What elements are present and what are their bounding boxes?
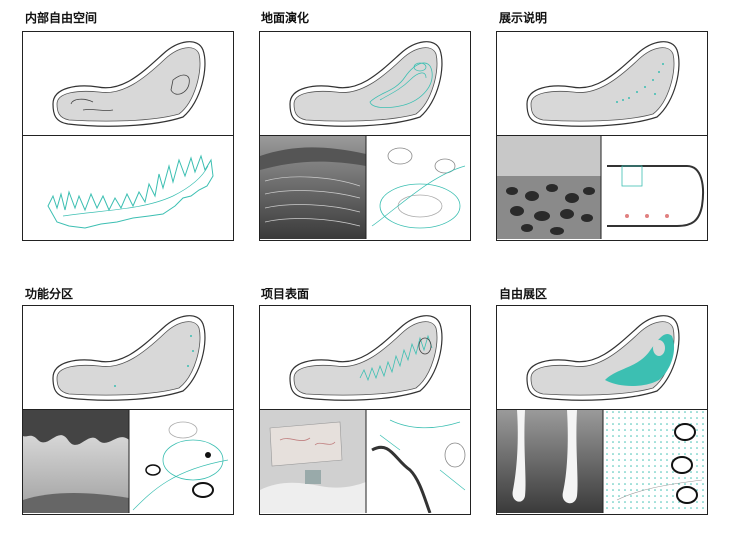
plan-view-4: [23, 306, 233, 410]
panel-card-2: [259, 31, 471, 241]
panel-title-2: 地面演化: [261, 11, 310, 25]
panel-title-6: 自由展区: [499, 287, 548, 301]
zone-images-4: [23, 410, 233, 513]
panel-title-3: 展示说明: [499, 11, 548, 25]
plan-view-3: [497, 32, 707, 136]
panel-card-5: [259, 305, 471, 515]
plan-view-2: [260, 32, 470, 136]
wall-pattern-1: [23, 136, 233, 239]
surface-images-5: [260, 410, 470, 513]
panel-title-4: 功能分区: [25, 287, 74, 301]
exhibition-images-6: [497, 410, 707, 513]
terrain-images-2: [260, 136, 470, 239]
plan-view-1: [23, 32, 233, 136]
panel-title-5: 项目表面: [261, 287, 310, 301]
panel-card-6: [496, 305, 708, 515]
panel-title-1: 内部自由空间: [25, 11, 98, 25]
panel-card-1: [22, 31, 234, 241]
panel-card-3: [496, 31, 708, 241]
exhibit-images-3: [497, 136, 707, 239]
plan-view-6: [497, 306, 707, 410]
plan-view-5: [260, 306, 470, 410]
panel-card-4: [22, 305, 234, 515]
